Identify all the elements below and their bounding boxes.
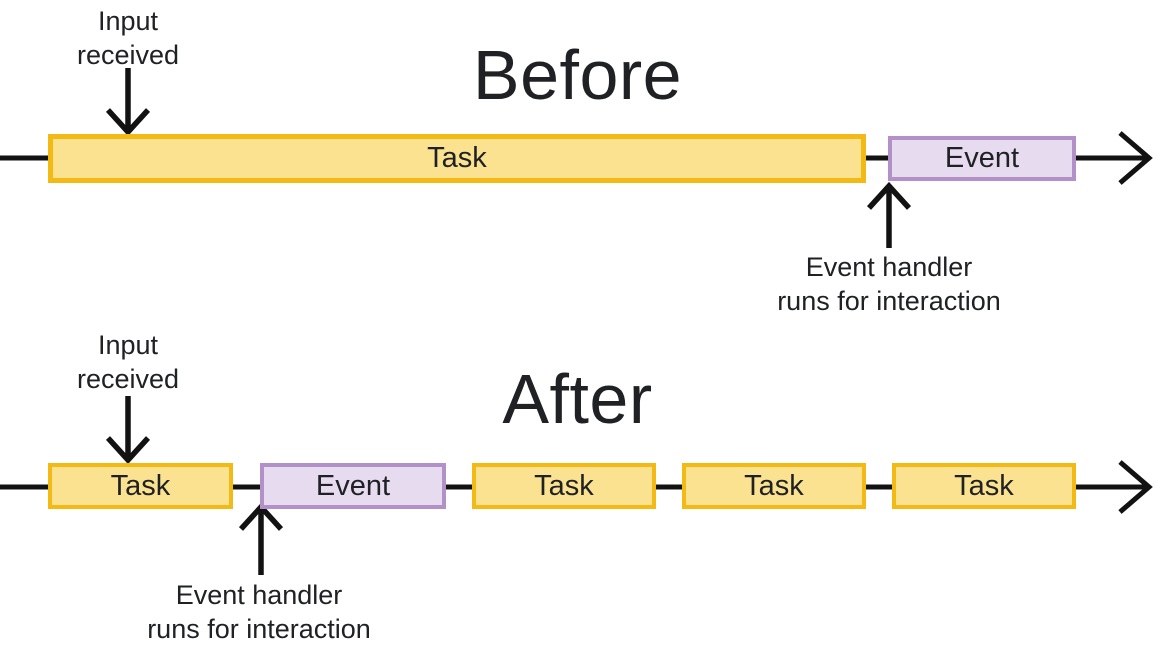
before-event-label: Event [944,142,1020,174]
after-input-received-label: Input received [63,328,193,396]
before-handler-label-line1: Event handler [805,252,973,282]
after-handler-label-line1: Event handler [175,580,343,610]
before-input-label-line2: received [76,40,180,70]
after-event-handler-label: Event handler runs for interaction [147,578,371,646]
after-task-box-4: Task [892,463,1076,509]
before-task-label: Task [427,142,487,174]
after-task-3-label: Task [744,469,804,502]
before-task-box: Task [48,134,866,183]
after-task-1-label: Task [110,469,171,502]
after-task-box-3: Task [682,463,866,509]
before-input-received-label: Input received [63,4,193,72]
after-task-box-1: Task [48,463,233,509]
after-task-2-label: Task [534,469,594,502]
after-event-label: Event [315,469,391,502]
before-title: Before [472,36,683,114]
after-task-4-label: Task [954,469,1014,502]
after-task-box-2: Task [472,463,656,509]
after-event-box: Event [260,463,446,509]
after-title: After [502,360,653,438]
before-event-handler-label: Event handler runs for interaction [777,250,1001,318]
before-input-down-arrow-icon [105,68,151,137]
after-handler-up-arrow-icon [238,502,284,575]
before-event-box: Event [888,136,1076,181]
before-input-label-line1: Input [97,6,159,36]
after-input-label-line2: received [76,364,180,394]
before-handler-up-arrow-icon [866,181,912,248]
after-handler-label-line2: runs for interaction [147,614,371,644]
after-input-label-line1: Input [97,330,159,360]
after-input-down-arrow-icon [105,396,151,465]
before-handler-label-line2: runs for interaction [777,286,1001,316]
